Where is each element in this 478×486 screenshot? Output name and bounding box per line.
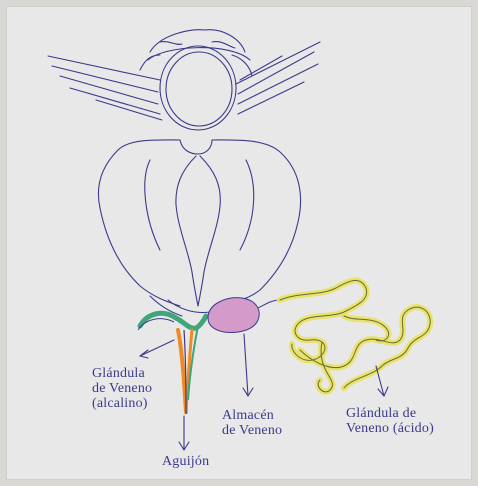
stinger-shape <box>178 326 198 414</box>
acid-gland-label-line-2: Veneno (ácido) <box>346 421 434 436</box>
alkaline-gland-label-line-3: (alcalino) <box>92 396 152 411</box>
venom-storage-label-line-2: de Veneno <box>222 423 282 438</box>
alkaline-gland-label: Glándula de Veneno (alcalino) <box>92 366 152 411</box>
arrow-alkaline-gland <box>140 340 174 356</box>
body-outline <box>98 140 300 316</box>
acid-gland-label: Glándula de Veneno (ácido) <box>346 406 434 436</box>
alkaline-gland-shape <box>138 313 206 330</box>
alkaline-gland-label-line-1: Glándula <box>92 366 152 381</box>
acid-gland-shape <box>280 280 430 391</box>
alkaline-gland-label-line-2: de Veneno <box>92 381 152 396</box>
stinger-label: Aguijón <box>162 454 209 469</box>
leg-lines <box>48 42 320 120</box>
venom-storage-shape <box>208 298 280 333</box>
arrow-storage <box>244 334 248 396</box>
venom-storage-label: Almacén de Veneno <box>222 408 282 438</box>
acid-gland-label-line-1: Glándula de <box>346 406 434 421</box>
venom-storage-label-line-1: Almacén <box>222 408 282 423</box>
stinger-label-text: Aguijón <box>162 454 209 469</box>
